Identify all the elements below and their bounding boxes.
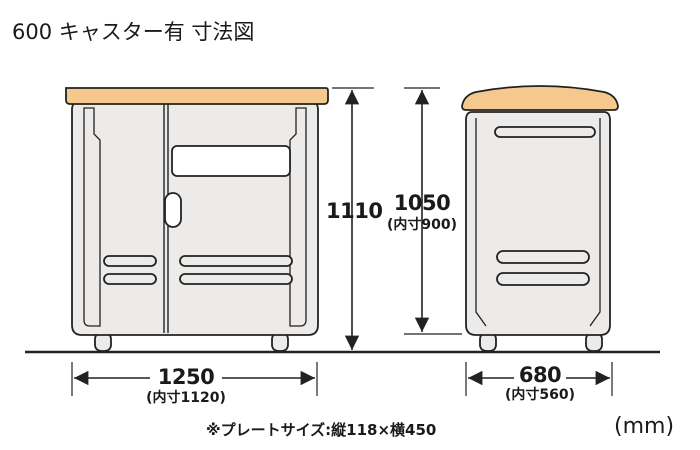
plate-size-note: ※プレートサイズ:縦118×横450 <box>206 421 437 439</box>
front-width-label: 1250 <box>157 365 215 389</box>
front-plate-window <box>171 145 291 177</box>
front-left-recess <box>83 107 101 327</box>
front-vents <box>103 255 293 285</box>
side-left-edge <box>475 118 487 327</box>
front-right-recess <box>289 107 307 327</box>
side-height-label: 1050 <box>393 191 451 215</box>
side-depth-inner-label: (内寸560) <box>504 387 576 403</box>
unit-label: (mm) <box>614 414 675 439</box>
front-door-handle <box>164 192 182 228</box>
front-body <box>71 101 319 336</box>
side-depth-label: 680 <box>518 363 562 387</box>
side-height-inner-label: (内寸900) <box>386 217 458 233</box>
side-view <box>461 85 619 352</box>
front-view <box>65 87 329 352</box>
diagram-title: 600 キャスター有 寸法図 <box>12 20 255 44</box>
side-vents <box>494 126 596 286</box>
dimension-lines <box>71 87 613 396</box>
front-width-inner-label: (内寸1120) <box>146 390 226 406</box>
side-casters <box>479 332 603 352</box>
side-right-edge <box>589 118 601 327</box>
front-top-board <box>65 87 329 105</box>
side-body <box>465 111 611 336</box>
front-height-label: 1110 <box>326 199 383 223</box>
front-casters <box>94 332 289 352</box>
side-top-board <box>461 85 619 111</box>
